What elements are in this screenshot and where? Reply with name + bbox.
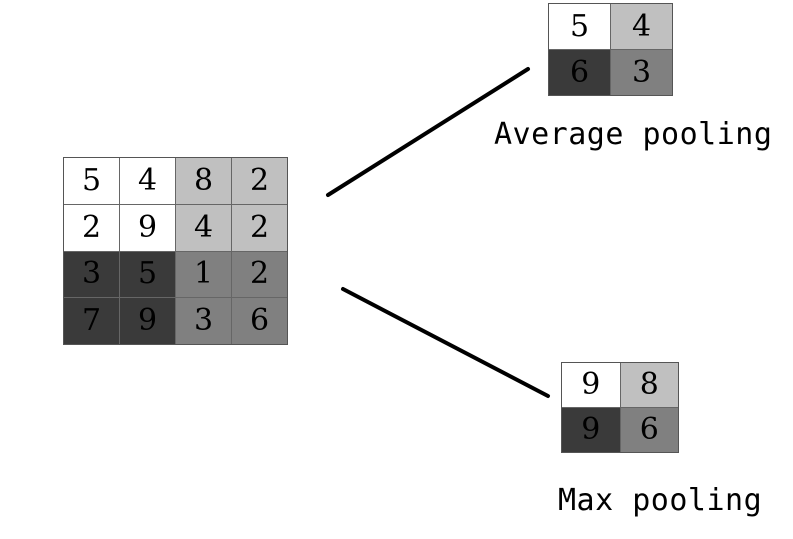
input-cell-r3c2: 3 [176,298,231,344]
input-feature-map: 5 4 8 2 2 9 4 2 3 5 1 2 7 9 3 6 [63,157,288,345]
input-cell-r0c3: 2 [232,158,287,204]
max-cell-r0c1: 8 [620,363,678,407]
avg-cell-r0c1: 4 [611,4,672,49]
avg-cell-r0c0: 5 [549,4,610,49]
connector-to-max-icon [341,287,550,398]
max-cell-r0c0: 9 [562,363,620,407]
input-cell-r2c3: 2 [232,251,287,298]
average-pooling-output: 5 4 6 3 [548,3,673,96]
input-cell-r3c3: 6 [232,298,287,344]
max-pooling-output: 9 8 9 6 [561,362,679,453]
input-cell-r2c0: 3 [64,251,119,298]
max-pooling-caption: Max pooling [558,483,763,518]
max-cell-r1c0: 9 [562,408,620,452]
input-cell-r3c1: 9 [120,298,175,344]
input-cell-r1c3: 2 [232,204,287,251]
avg-cell-r1c0: 6 [549,50,610,95]
input-cell-r1c2: 4 [176,204,231,251]
input-cell-r3c0: 7 [64,298,119,344]
input-cell-r2c1: 5 [120,251,175,298]
input-cell-r1c1: 9 [120,204,175,251]
input-cell-r2c2: 1 [176,251,231,298]
input-cell-r0c0: 5 [64,158,119,204]
input-cell-r1c0: 2 [64,204,119,251]
max-cell-r1c1: 6 [620,408,678,452]
average-pooling-caption: Average pooling [494,117,773,152]
avg-cell-r1c1: 3 [611,50,672,95]
input-cell-r0c2: 8 [176,158,231,204]
input-cell-r0c1: 4 [120,158,175,204]
